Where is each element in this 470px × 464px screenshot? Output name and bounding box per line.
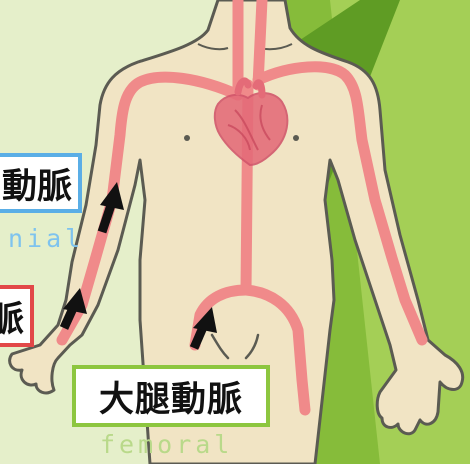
brachial-artery-label: 動脈 xyxy=(0,153,82,213)
femoral-artery-label-en: femoral xyxy=(100,430,233,459)
brachial-artery-label-ja: 動脈 xyxy=(2,158,72,209)
right-carotid-artery xyxy=(258,0,262,85)
femoral-artery-label: 大腿動脈 xyxy=(72,365,270,427)
left-nipple xyxy=(184,135,190,141)
femoral-artery-label-ja: 大腿動脈 xyxy=(99,371,243,422)
right-nipple xyxy=(293,135,299,141)
radial-artery-label-ja: 脈 xyxy=(0,291,24,342)
brachial-artery-label-en: nial xyxy=(8,224,84,253)
radial-artery-label: 脈 xyxy=(0,285,34,347)
